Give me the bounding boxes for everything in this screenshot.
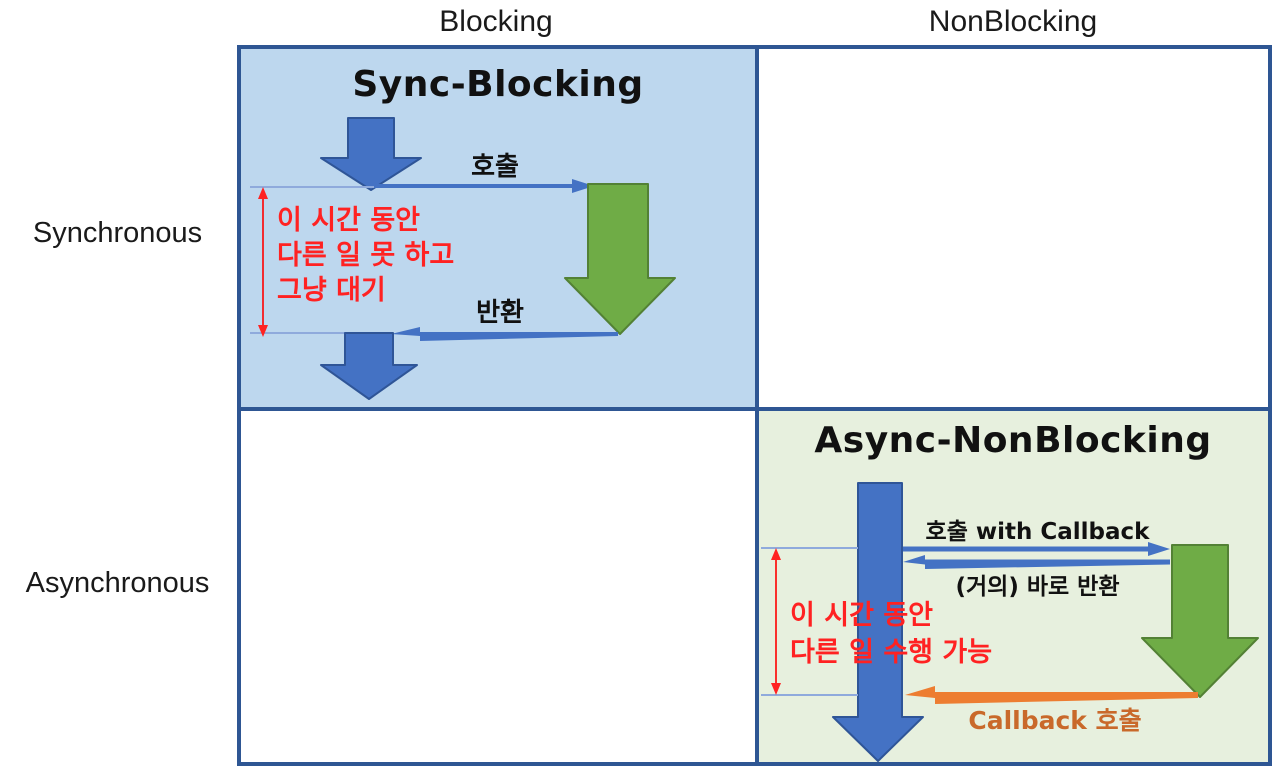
quadrant-async-blocking-empty [241, 411, 755, 762]
immediate-return-arrow-icon [903, 555, 1170, 569]
quadrant-sync-blocking-bg [241, 49, 755, 407]
call-label: 호출 [471, 152, 519, 182]
callee-flow-down-arrow-icon [564, 183, 676, 335]
quadrant-grid [237, 45, 1272, 766]
wait-start-guide-line [250, 186, 376, 188]
note-line: 이 시간 동안 [790, 600, 933, 631]
async-nonblocking-note: 이 시간 동안 다른 일 수행 가능 [790, 597, 992, 671]
quadrant-sync-nonblocking-empty [759, 49, 1268, 407]
wait-timespan-measure-arrow [258, 187, 268, 337]
call-with-callback-arrow-icon [903, 542, 1170, 556]
grid-vertical-divider [755, 49, 759, 762]
free-end-guide-line [761, 694, 858, 696]
return-label: 반환 [476, 298, 524, 328]
sync-blocking-title: Sync-Blocking [352, 64, 644, 105]
free-start-guide-line [761, 547, 858, 549]
caller-flow-down-arrow-icon [320, 117, 422, 191]
callback-arrow-icon [905, 686, 1198, 704]
free-timespan-measure-arrow [771, 548, 781, 695]
note-line: 다른 일 수행 가능 [790, 637, 993, 668]
caller-continuous-down-arrow-icon [832, 482, 924, 762]
note-line: 다른 일 못 하고 [277, 240, 455, 271]
caller-resume-down-arrow-icon [320, 332, 418, 400]
call-with-callback-label: 호출 with Callback [925, 519, 1150, 545]
row-header-synchronous: Synchronous [32, 217, 203, 249]
sync-blocking-note: 이 시간 동안 다른 일 못 하고 그냥 대기 [277, 203, 454, 308]
immediate-return-label: (거의) 바로 반환 [955, 574, 1120, 600]
note-line: 그냥 대기 [277, 275, 386, 306]
note-line: 이 시간 동안 [277, 205, 420, 236]
async-nonblocking-title: Async-NonBlocking [814, 420, 1212, 461]
wait-end-guide-line [250, 332, 347, 334]
column-header-nonblocking: NonBlocking [928, 5, 1098, 38]
async-callee-down-arrow-icon [1141, 544, 1259, 698]
call-arrow-icon [374, 179, 594, 193]
row-header-asynchronous: Asynchronous [25, 567, 210, 599]
return-arrow-icon [391, 327, 618, 341]
callback-call-label: Callback 호출 [968, 706, 1142, 735]
grid-horizontal-divider [241, 407, 1268, 411]
column-header-blocking: Blocking [439, 5, 553, 38]
